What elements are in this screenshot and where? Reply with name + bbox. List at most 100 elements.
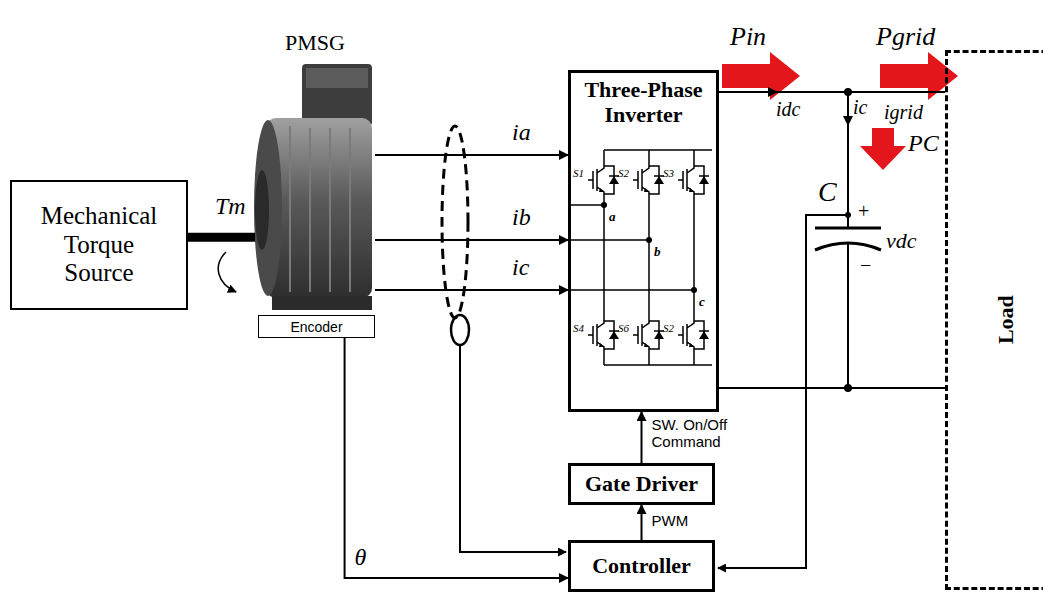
current-label: idc [776,98,800,121]
wire [375,154,568,156]
power-label: PC [908,130,939,158]
edge-label-holder: ib [512,204,531,232]
voltage-label: vdc [886,228,917,253]
label-holder: b [654,242,661,260]
sensor-loop [451,315,469,345]
edge-label: ib [512,204,531,232]
label-holder: c [699,292,705,310]
pmsg-motor [254,64,372,310]
switch-label: S3 [663,167,674,180]
bearing-hub [255,170,269,250]
label-holder: PC [908,130,939,158]
label-holder: S2 [663,318,674,336]
edge-label-holder: ic [512,254,529,282]
igbt-symbol [633,315,664,355]
switch-label: S2 [663,322,674,335]
edge-label-holder: SW. On/Off Command [652,416,767,451]
label-holder: igrid [884,101,923,124]
label-holder: S1 [573,163,584,181]
wire [719,91,945,93]
igbt-symbol [633,160,664,200]
phase-label: a [609,210,616,225]
wire [641,505,643,540]
label-holder: Pgrid [876,22,935,52]
terminal-box [302,64,372,126]
switch-label: S4 [573,322,584,335]
switch-label: S6 [618,322,629,335]
generator: PMSG [255,28,375,312]
switch-label: S1 [573,167,584,180]
generator-text: PMSG [285,30,345,55]
voltage-feedback-wire [718,215,848,568]
label-holder: S4 [573,318,584,336]
edge-label: θ [355,544,367,572]
igbt-symbol [678,160,709,200]
capacitor-plate [815,227,881,230]
controller-box-text: Controller [592,553,691,578]
wire [375,239,568,241]
label-holder: C [818,176,837,208]
label-holder: Tm [215,193,246,221]
encoder-box-text: Encoder [290,319,342,335]
power-arrows [722,52,958,170]
cooling-ribs [290,126,350,292]
gate-driver-box: Gate Driver [568,463,715,505]
phase-node [601,202,607,208]
power-arrow [860,128,906,170]
source-box: Mechanical Torque Source [10,180,188,310]
current-arrow [843,116,853,126]
capacitor-plate [815,243,881,250]
encoder-box: Encoder [258,315,375,338]
torque-symbol: Tm [215,193,246,221]
edge-label-holder: PWM [652,512,689,530]
phase-label: c [699,295,705,310]
source-box-text: Mechanical Torque Source [37,202,162,288]
capacitor-label: C [818,176,837,208]
power-label: Pgrid [876,22,935,52]
edge-label-holder: θ [355,544,367,572]
current-label: ic [853,96,867,119]
label-holder: ic [853,96,867,119]
terminal-lid [306,68,368,88]
label-holder: − [860,254,871,277]
igbt-symbol [588,160,619,200]
wire [641,412,643,463]
load-box: Load [945,50,1043,590]
shaft [188,233,255,242]
phase-label: b [654,245,661,260]
label-holder: + [858,200,869,223]
wire [719,387,945,389]
inverter-wiring [571,150,712,365]
inverter-box: Three-Phase Inverter [568,70,719,412]
edge-label: SW. On/Off Command [652,416,767,451]
wire [345,338,568,578]
inverter-box-text: Three-Phase Inverter [575,77,712,128]
igbt-symbol [678,315,709,355]
load-box-text: Load [992,296,1017,345]
edge-label-holder: ia [512,119,531,147]
switch-label: S2 [618,167,629,180]
label-holder: a [609,207,616,225]
polarity-mark: + [858,200,869,223]
label-holder: S2 [618,163,629,181]
edge-label: ic [512,254,529,282]
label-holder: S6 [618,318,629,336]
wire [375,289,568,291]
power-label: Pin [730,22,766,52]
polarity-mark: − [860,254,871,277]
capacitor-branch [847,92,849,388]
label-holder: S3 [663,163,674,181]
current-feedback-wire [460,345,566,552]
gate-driver-box-text: Gate Driver [585,471,698,496]
motor-foot [272,296,372,310]
current-label: igrid [884,101,923,124]
edge-label: PWM [652,512,689,529]
inverter-circuit [571,150,712,365]
end-cap [254,120,282,296]
label-holder: idc [776,98,800,121]
